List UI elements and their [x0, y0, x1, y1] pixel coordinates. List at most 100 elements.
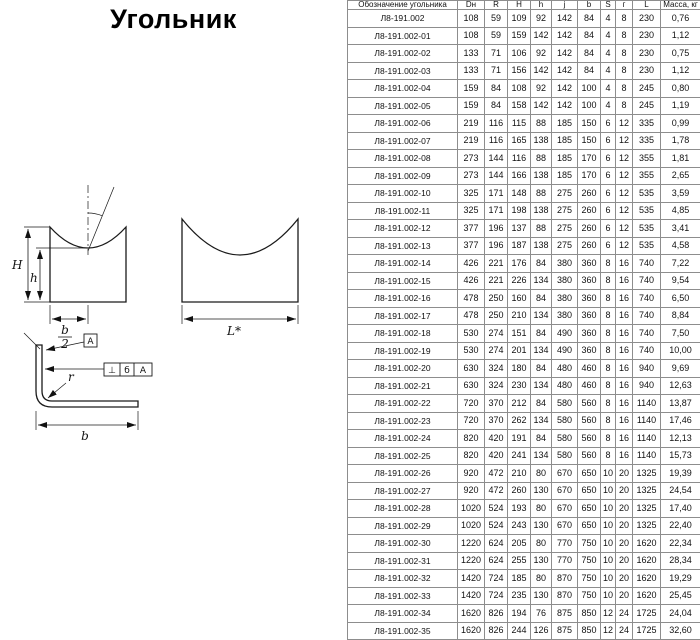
- designation-cell: Л8-191.002-03: [347, 61, 458, 80]
- designation-cell: Л8-191.002-21: [347, 376, 458, 395]
- angle-arc: [87, 212, 103, 217]
- value-cell: 134: [530, 376, 552, 395]
- value-cell: 198: [507, 201, 531, 220]
- ext-line: [49, 305, 89, 324]
- value-cell: 940: [632, 359, 661, 378]
- value-cell: 8: [615, 44, 633, 63]
- column-header: R: [484, 0, 508, 10]
- value-cell: 100: [577, 79, 601, 98]
- value-cell: 1420: [457, 569, 485, 588]
- value-cell: 870: [551, 586, 578, 605]
- value-cell: 740: [632, 341, 661, 360]
- column-header: b: [577, 0, 601, 10]
- value-cell: 740: [632, 306, 661, 325]
- value-cell: 324: [484, 376, 508, 395]
- value-cell: 6: [600, 219, 616, 238]
- value-cell: 355: [632, 166, 661, 185]
- angle-line: [87, 186, 115, 252]
- value-cell: 221: [484, 271, 508, 290]
- value-cell: 630: [457, 359, 485, 378]
- value-cell: 241: [507, 446, 531, 465]
- designation-cell: Л8-191.002-24: [347, 429, 458, 448]
- value-cell: 16: [615, 359, 633, 378]
- value-cell: 134: [530, 306, 552, 325]
- value-cell: 7,22: [660, 254, 700, 273]
- value-cell: 20: [615, 534, 633, 553]
- value-cell: 920: [457, 464, 485, 483]
- value-cell: 875: [551, 621, 578, 640]
- value-cell: 12: [615, 219, 633, 238]
- value-cell: 158: [507, 96, 531, 115]
- value-cell: 138: [530, 201, 552, 220]
- value-cell: 171: [484, 201, 508, 220]
- datum-flag-label: A: [87, 337, 94, 347]
- value-cell: 0,76: [660, 9, 700, 28]
- value-cell: 670: [551, 464, 578, 483]
- value-cell: 20: [615, 569, 633, 588]
- value-cell: 826: [484, 621, 508, 640]
- value-cell: 108: [507, 79, 531, 98]
- value-cell: 142: [551, 26, 578, 45]
- value-cell: 460: [577, 376, 601, 395]
- page-title: Угольник: [110, 4, 237, 34]
- designation-cell: Л8-191.002-33: [347, 586, 458, 605]
- value-cell: 360: [577, 289, 601, 308]
- designation-cell: Л8-191.002-10: [347, 184, 458, 203]
- value-cell: 460: [577, 359, 601, 378]
- value-cell: 16: [615, 411, 633, 430]
- value-cell: 4: [600, 9, 616, 28]
- value-cell: 12,63: [660, 376, 700, 395]
- value-cell: 134: [530, 446, 552, 465]
- value-cell: 6: [600, 184, 616, 203]
- value-cell: 226: [507, 271, 531, 290]
- value-cell: 116: [507, 149, 531, 168]
- value-cell: 875: [551, 604, 578, 623]
- designation-cell: Л8-191.002-29: [347, 516, 458, 535]
- value-cell: 3,59: [660, 184, 700, 203]
- value-cell: 230: [632, 26, 661, 45]
- value-cell: 0,99: [660, 114, 700, 133]
- value-cell: 170: [577, 149, 601, 168]
- value-cell: 325: [457, 184, 485, 203]
- value-cell: 12: [615, 201, 633, 220]
- value-cell: 10: [600, 464, 616, 483]
- value-cell: 16: [615, 341, 633, 360]
- value-cell: 1140: [632, 446, 661, 465]
- profile-outline: [35, 344, 139, 408]
- value-cell: 210: [507, 464, 531, 483]
- value-cell: 6: [600, 201, 616, 220]
- profile-view: A r ⊥ б A b: [23, 332, 153, 443]
- value-cell: 3,41: [660, 219, 700, 238]
- value-cell: 176: [507, 254, 531, 273]
- value-cell: 185: [551, 149, 578, 168]
- value-cell: 230: [632, 9, 661, 28]
- designation-cell: Л8-191.002-26: [347, 464, 458, 483]
- value-cell: 472: [484, 464, 508, 483]
- value-cell: 524: [484, 516, 508, 535]
- value-cell: 10: [600, 534, 616, 553]
- value-cell: 137: [507, 219, 531, 238]
- side-view-outline: [181, 217, 299, 303]
- value-cell: 273: [457, 166, 485, 185]
- value-cell: 6: [600, 114, 616, 133]
- dimension-H-label: H: [11, 258, 23, 272]
- value-cell: 4: [600, 44, 616, 63]
- value-cell: 478: [457, 289, 485, 308]
- value-cell: 84: [530, 324, 552, 343]
- value-cell: 196: [484, 236, 508, 255]
- value-cell: 142: [551, 61, 578, 80]
- value-cell: 0,75: [660, 44, 700, 63]
- value-cell: 1620: [632, 586, 661, 605]
- value-cell: 212: [507, 394, 531, 413]
- value-cell: 20: [615, 586, 633, 605]
- value-cell: 740: [632, 324, 661, 343]
- value-cell: 12: [600, 621, 616, 640]
